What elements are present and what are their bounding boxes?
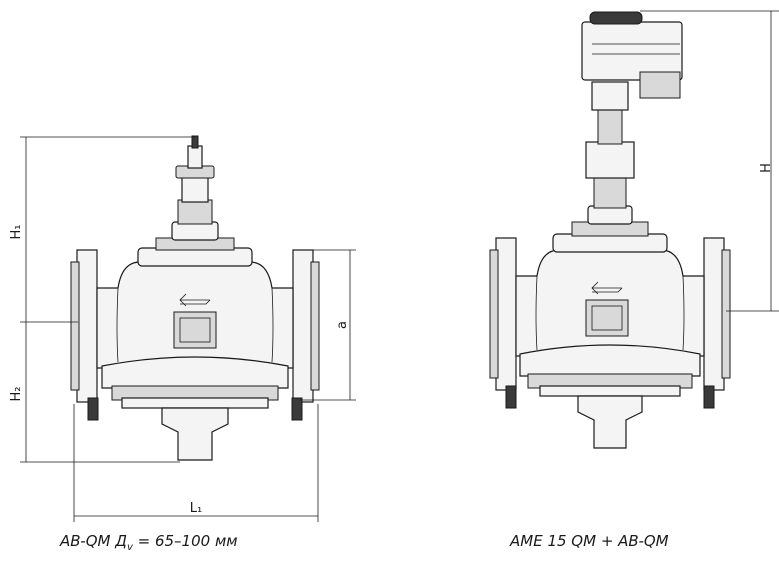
- actuator-coupling: [585, 141, 635, 179]
- left-flange-l-face: [70, 261, 80, 391]
- flow-arrow-icon: [179, 293, 211, 307]
- left-bonnet: [137, 247, 253, 267]
- caption-right: AME 15 QM + AB-QM: [510, 532, 669, 550]
- left-bottom-cap: [161, 407, 229, 461]
- dim-label-h1: H₁: [9, 225, 24, 240]
- dim-label-l1: L₁: [190, 501, 202, 516]
- valve-left: [70, 135, 320, 461]
- flow-arrow-icon-right: [591, 281, 623, 295]
- left-flange-r: [292, 249, 314, 403]
- left-flange-r-face: [310, 261, 320, 391]
- left-flange-l: [76, 249, 98, 403]
- left-dimensions: H₁ H₂ a L₁: [9, 136, 356, 522]
- caption-left: AB-QM Дv = 65–100 мм: [60, 532, 238, 553]
- right-dimensions: H: [640, 10, 779, 312]
- dim-label-a: a: [335, 321, 350, 329]
- actuator-housing: [581, 21, 683, 81]
- dim-label-h-right: H: [759, 163, 774, 173]
- dim-label-h2: H₂: [9, 387, 24, 402]
- valve-right: [489, 11, 731, 449]
